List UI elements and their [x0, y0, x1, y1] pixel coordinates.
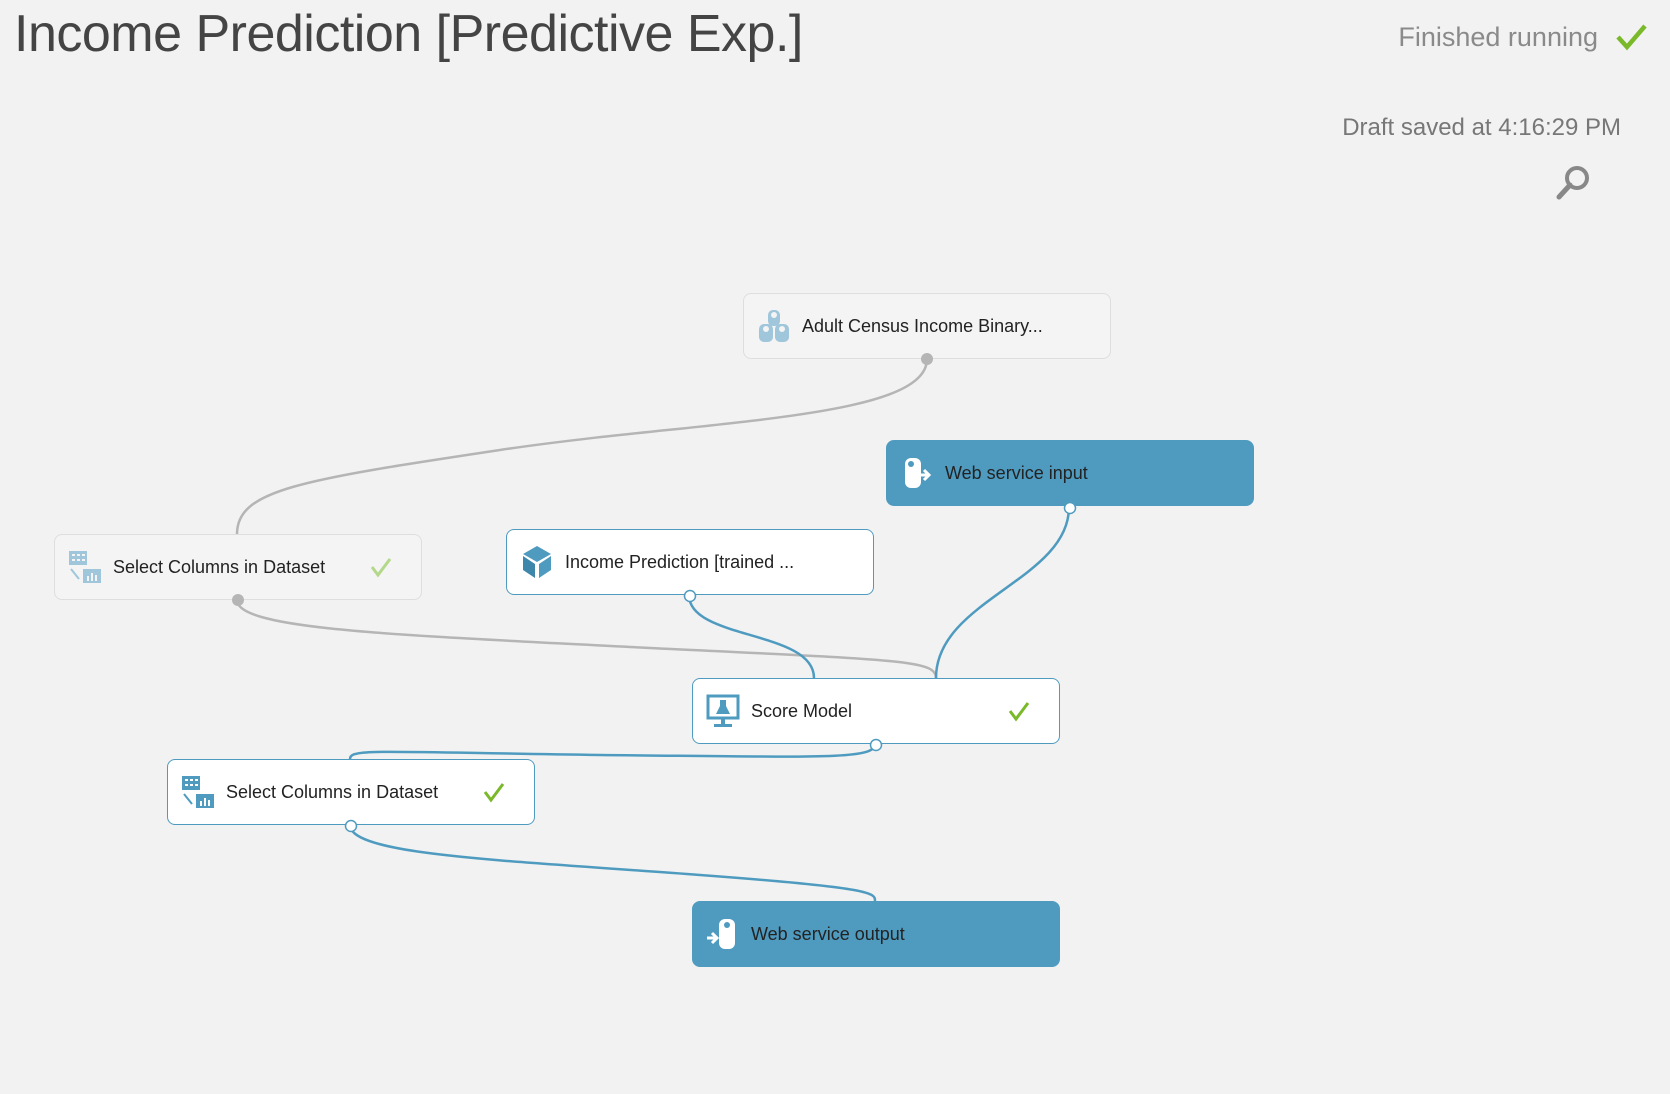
- web-service-output-icon: [707, 919, 735, 949]
- node-select-columns-1[interactable]: Select Columns in Dataset: [54, 534, 422, 606]
- check-icon: [370, 558, 392, 578]
- node-income-prediction-trained-model[interactable]: Income Prediction [trained ...: [506, 529, 874, 603]
- node-label: Income Prediction [trained ...: [565, 551, 795, 572]
- check-icon: [483, 783, 505, 803]
- node-label: Adult Census Income Binary...: [802, 315, 1043, 336]
- node-label: Select Columns in Dataset: [113, 556, 326, 577]
- output-port[interactable]: [920, 352, 934, 366]
- output-port[interactable]: [683, 589, 697, 603]
- score-model-icon: [706, 694, 740, 727]
- edge-dataset-to-select1: [235, 358, 929, 535]
- edge-select1-to-score: [235, 599, 938, 679]
- edge-score-to-select2: [348, 743, 877, 760]
- edge-input-to-score: [934, 506, 1071, 679]
- output-port[interactable]: [1063, 501, 1077, 515]
- select-columns-icon: [69, 551, 101, 583]
- edge-select2-to-output: [348, 824, 877, 902]
- trained-model-icon: [523, 546, 551, 578]
- node-label: Web service input: [945, 462, 1088, 483]
- node-web-service-output[interactable]: Web service output: [692, 901, 1060, 967]
- edge-model-to-score: [687, 594, 816, 679]
- node-web-service-input[interactable]: Web service input: [886, 440, 1254, 515]
- dataset-icon: [759, 310, 789, 342]
- node-adult-census-dataset[interactable]: Adult Census Income Binary...: [743, 293, 1111, 365]
- output-port[interactable]: [344, 819, 358, 833]
- node-label: Select Columns in Dataset: [226, 781, 439, 802]
- node-select-columns-2[interactable]: Select Columns in Dataset: [167, 759, 535, 833]
- web-service-input-icon: [905, 458, 932, 488]
- draft-saved-status: Draft saved at 4:16:29 PM: [1342, 114, 1621, 141]
- node-label: Score Model: [751, 700, 853, 721]
- check-icon: [1008, 702, 1030, 722]
- check-icon: [1616, 24, 1647, 51]
- run-status: Finished running: [1398, 22, 1598, 52]
- node-score-model[interactable]: Score Model: [692, 678, 1060, 752]
- output-port[interactable]: [869, 738, 883, 752]
- node-label: Web service output: [751, 923, 905, 944]
- output-port[interactable]: [231, 593, 245, 607]
- page-title: Income Prediction [Predictive Exp.]: [14, 5, 803, 63]
- select-columns-icon: [182, 776, 214, 808]
- search-icon[interactable]: [1553, 163, 1593, 203]
